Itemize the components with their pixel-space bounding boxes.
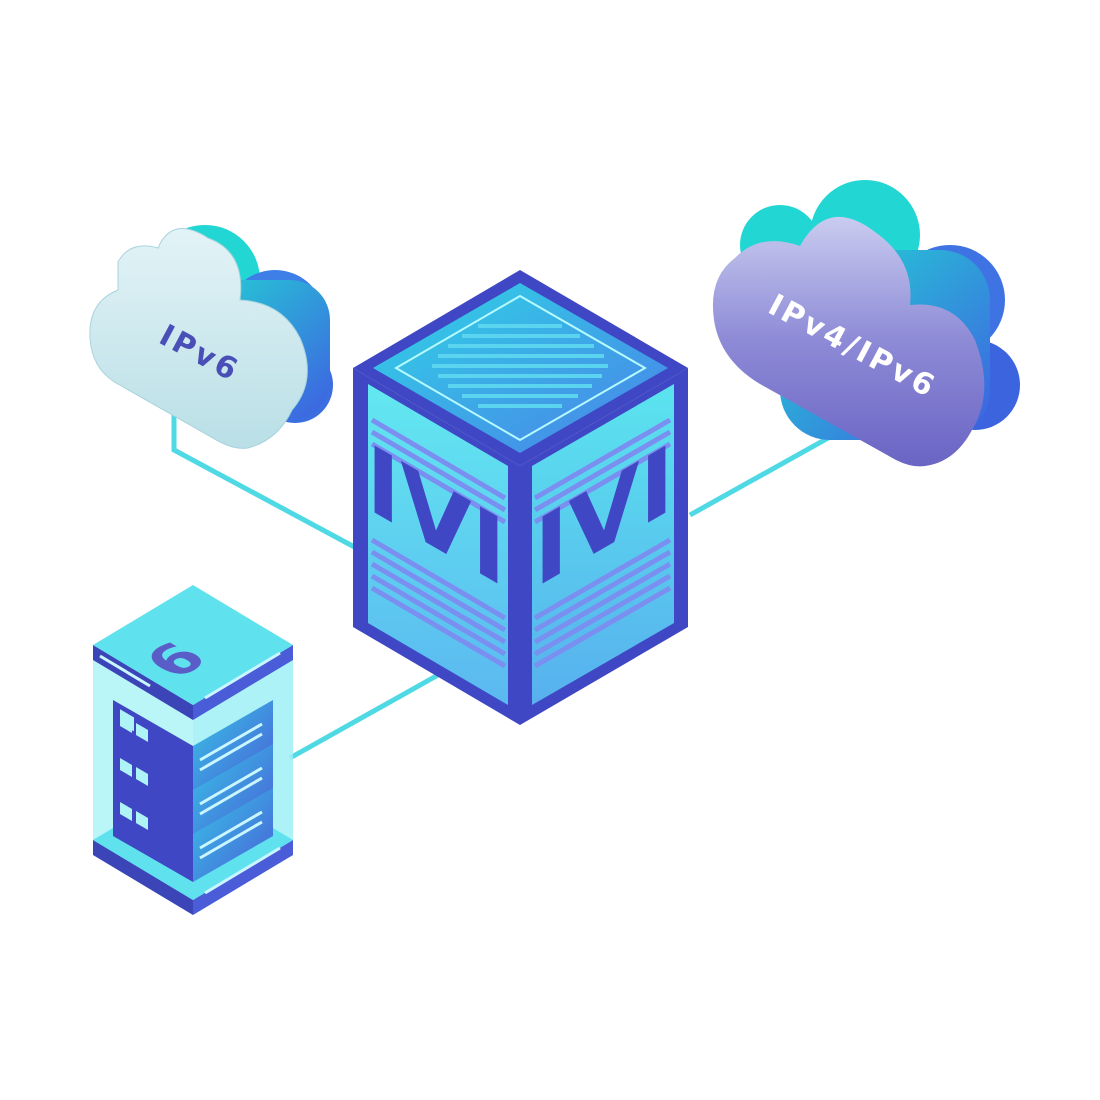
cube-top-vent [432, 324, 608, 408]
rack-unit-windows [120, 714, 148, 830]
left-cloud: IPv6 [89, 225, 333, 449]
cube-left-stripes [370, 417, 507, 669]
center-cube: IVI IVI [353, 270, 688, 725]
rack-unit-1 [113, 700, 273, 794]
rack-unit-3 [113, 788, 273, 882]
rack-lid [93, 585, 293, 720]
cube-right-stripes [533, 417, 672, 669]
left-cloud-front [89, 228, 308, 449]
right-cloud-front [712, 216, 985, 467]
edge-rack-to-cube [288, 672, 440, 761]
rack-unit-2 [113, 744, 273, 838]
right-cloud: IPv4/IPv6 [712, 180, 1020, 467]
server-rack: 6 [93, 585, 293, 915]
edge-left-cloud-to-cube [171, 400, 362, 553]
